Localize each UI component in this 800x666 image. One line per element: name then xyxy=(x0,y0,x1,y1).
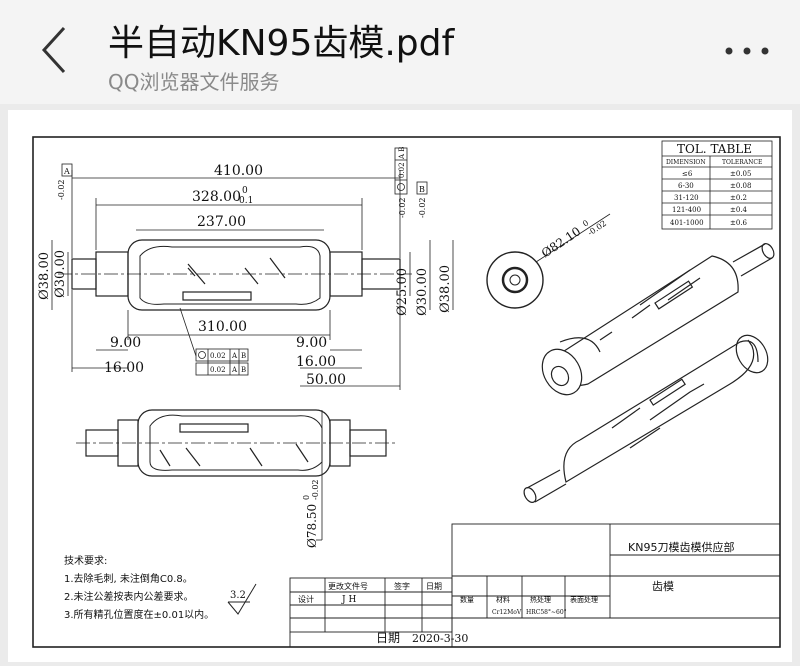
tol-row-val: ±0.2 xyxy=(730,194,747,202)
dim-body-top: 237.00 xyxy=(197,214,246,230)
note-item: 2.未注公差按表内公差要求。 xyxy=(64,590,194,603)
datum-a-label: A xyxy=(63,167,70,176)
material-value: Cr12MoV xyxy=(492,609,522,616)
dim-dia38-left: Ø38.00 xyxy=(37,252,52,300)
dim-left-9: 9.00 xyxy=(110,335,141,351)
dim-dia78: Ø78.50 xyxy=(305,504,319,548)
datum-b-label: B xyxy=(419,185,425,194)
dim-dia78-tol-up: 0 xyxy=(302,495,311,500)
gtol-ref-b1: B xyxy=(241,352,246,360)
note-item: 1.去除毛刺, 未注倒角C0.8。 xyxy=(64,572,193,585)
tol-row-dim: 401-1000 xyxy=(670,219,704,227)
design-label: 设计 xyxy=(298,594,314,604)
part-name: 齿模 xyxy=(652,580,674,593)
dim-dia25: Ø25.00 xyxy=(395,268,410,316)
dim-dia30-left: Ø30.00 xyxy=(53,250,68,298)
dim-mid-tol-low: -0.1 xyxy=(236,196,253,206)
material-label: 材料 xyxy=(496,595,510,604)
sign-label: 签字 xyxy=(394,581,410,591)
surface-label: 表面处理 xyxy=(570,595,598,604)
tol-row-val: ±0.6 xyxy=(730,219,748,227)
tol-row-val: ±0.4 xyxy=(730,206,748,214)
dim-right-50: 50.00 xyxy=(306,372,346,388)
dim-right-16: 16.00 xyxy=(296,354,336,370)
document-title: 半自动KN95齿模.pdf xyxy=(108,23,455,64)
dim-dia78-tol-low: -0.02 xyxy=(311,479,320,500)
dim-dia30-right: Ø30.00 xyxy=(415,268,430,316)
tol-row-val: ±0.08 xyxy=(730,182,751,190)
dim-left-16: 16.00 xyxy=(104,360,144,376)
tol-table xyxy=(661,140,773,230)
change-file-label: 更改文件号 xyxy=(328,581,368,591)
tol-row-dim: ≤6 xyxy=(682,170,693,178)
iso-roller-lower xyxy=(523,334,769,503)
date-label: 日期 xyxy=(426,582,442,591)
dim-mid-top: 328.00 xyxy=(192,189,241,205)
roughness-symbol xyxy=(227,583,257,615)
gtol-ref-b2: B xyxy=(241,366,246,374)
qty-label: 数量 xyxy=(460,595,474,604)
technical-drawing: 410.00 328.00 0 -0.1 237.00 310.00 9.00 … xyxy=(32,136,781,648)
tol-row-dim: 31-120 xyxy=(674,194,699,202)
dim-body-bottom: 310.00 xyxy=(198,319,247,335)
more-dots-icon[interactable] xyxy=(720,36,774,66)
gtol-top-ref: A B xyxy=(398,147,406,160)
tol-row-dim: 121-400 xyxy=(672,206,701,214)
dim-dia82-tol-low: -0.02 xyxy=(586,219,608,238)
designer-value: J H xyxy=(341,595,356,605)
dim-dia30-right-tol: -0.02 xyxy=(418,197,427,218)
dim-dia82: Ø82.10 xyxy=(539,224,583,260)
title-block xyxy=(289,523,781,648)
tol-row-dim: 6-30 xyxy=(678,182,694,190)
end-view xyxy=(486,213,611,309)
roughness-value: 3.2 xyxy=(230,590,246,601)
notes-title: 技术要求: xyxy=(64,554,107,567)
gtol-top-value: 0.02 xyxy=(398,162,406,178)
gtol-ref-a2: A xyxy=(231,366,238,374)
gtol-ref-a1: A xyxy=(231,352,238,360)
dim-mid-tol-up: 0 xyxy=(242,186,248,196)
dim-overall: 410.00 xyxy=(214,163,263,179)
note-item: 3.所有精孔位置度在±0.01以内。 xyxy=(64,608,214,621)
tol-table-title: TOL. TABLE xyxy=(677,142,752,156)
pdf-page[interactable]: 410.00 328.00 0 -0.1 237.00 310.00 9.00 … xyxy=(8,110,792,662)
app-header: 半自动KN95齿模.pdf QQ浏览器文件服务 xyxy=(0,0,800,104)
front-view xyxy=(58,239,412,311)
gtol-value-2: 0.02 xyxy=(210,366,226,374)
gtol-value-1: 0.02 xyxy=(210,352,226,360)
chevron-left-icon[interactable] xyxy=(34,22,74,78)
dim-dia38-right: Ø38.00 xyxy=(438,265,453,313)
tol-header-dimension: DIMENSION xyxy=(666,159,706,166)
tol-header-tolerance: TOLERANCE xyxy=(722,159,762,166)
bottom-view xyxy=(76,409,398,477)
heat-label: 热处理 xyxy=(530,595,551,604)
heat-value: HRC58°~60° xyxy=(526,609,567,616)
dim-dia30-left-tol: -0.02 xyxy=(57,179,66,200)
dim-dia82-tol-up: 0 xyxy=(581,218,590,228)
date-value: 2020-3-30 xyxy=(412,632,468,645)
tol-row-val: ±0.05 xyxy=(730,170,751,178)
iso-roller-upper xyxy=(541,243,775,396)
date-bottom-label: 日期 xyxy=(376,631,400,645)
dim-right-9: 9.00 xyxy=(296,335,327,351)
document-source: QQ浏览器文件服务 xyxy=(108,70,280,94)
dim-dia25-tol: -0.02 xyxy=(398,197,407,218)
company-name: KN95刀模齿模供应部 xyxy=(628,540,734,554)
